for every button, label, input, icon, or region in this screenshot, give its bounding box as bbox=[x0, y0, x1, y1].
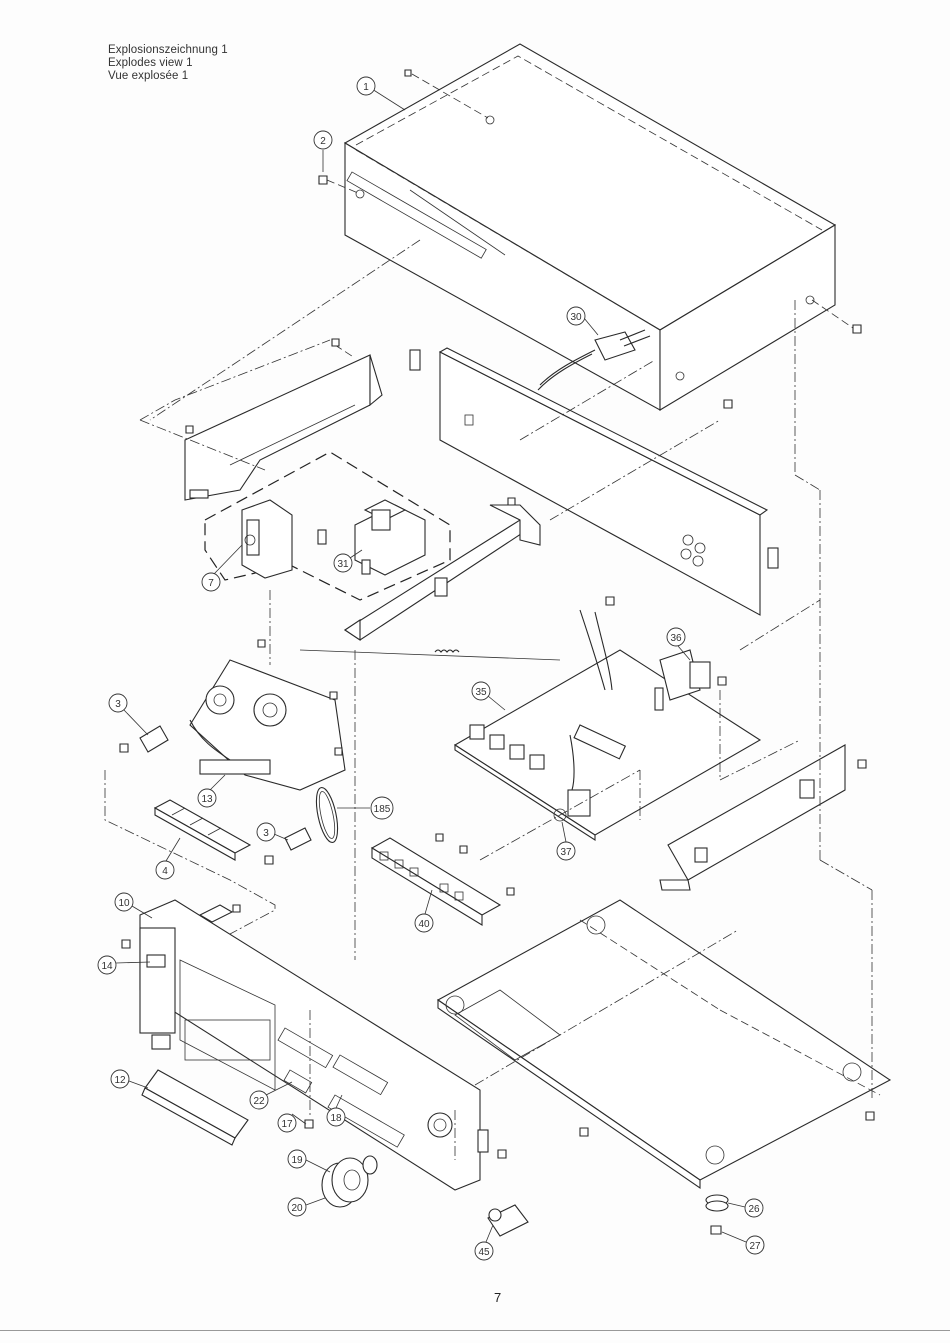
svg-text:3: 3 bbox=[115, 699, 121, 710]
svg-text:18: 18 bbox=[330, 1113, 342, 1124]
callout-7: 7 bbox=[202, 545, 242, 591]
svg-text:26: 26 bbox=[748, 1204, 760, 1215]
button-board bbox=[372, 834, 514, 925]
left-side-bracket bbox=[185, 339, 382, 500]
svg-text:40: 40 bbox=[418, 919, 430, 930]
callout-22: 22 bbox=[250, 1082, 292, 1109]
callout-45: 45 bbox=[475, 1225, 493, 1260]
callout-17: 17 bbox=[278, 1114, 306, 1132]
svg-text:19: 19 bbox=[291, 1155, 303, 1166]
svg-text:17: 17 bbox=[281, 1119, 293, 1130]
rear-panel bbox=[410, 348, 778, 615]
svg-text:30: 30 bbox=[570, 312, 582, 323]
svg-text:7: 7 bbox=[208, 578, 214, 589]
callout-37: 37 bbox=[557, 822, 575, 860]
callout-20: 20 bbox=[288, 1198, 325, 1216]
svg-text:14: 14 bbox=[101, 961, 113, 972]
svg-text:2: 2 bbox=[320, 136, 326, 147]
callout-185: 185 bbox=[337, 797, 393, 819]
cassette-door bbox=[142, 1070, 248, 1145]
callout-4: 4 bbox=[156, 838, 180, 879]
svg-text:22: 22 bbox=[253, 1096, 265, 1107]
svg-text:185: 185 bbox=[374, 804, 391, 815]
callout-26: 26 bbox=[728, 1199, 763, 1217]
svg-text:4: 4 bbox=[162, 866, 168, 877]
svg-text:20: 20 bbox=[291, 1203, 303, 1214]
svg-text:35: 35 bbox=[475, 687, 487, 698]
page-bottom-rule bbox=[0, 1330, 950, 1331]
page-number: 7 bbox=[494, 1290, 501, 1305]
foot-and-screw bbox=[706, 1195, 728, 1234]
callout-10: 10 bbox=[115, 893, 152, 918]
svg-text:1: 1 bbox=[363, 82, 369, 93]
callout-35: 35 bbox=[472, 682, 505, 710]
front-panel bbox=[122, 900, 506, 1190]
bottom-plate bbox=[438, 900, 890, 1188]
callout-27: 27 bbox=[722, 1232, 764, 1254]
headphone-jack bbox=[488, 1205, 528, 1236]
svg-text:10: 10 bbox=[118, 898, 130, 909]
callout-19: 19 bbox=[288, 1150, 330, 1172]
svg-text:36: 36 bbox=[670, 633, 682, 644]
callout-40: 40 bbox=[415, 890, 433, 932]
callout-12: 12 bbox=[111, 1070, 148, 1088]
main-circuit-board bbox=[455, 597, 760, 840]
svg-text:27: 27 bbox=[749, 1241, 761, 1252]
callout-1: 1 bbox=[357, 77, 405, 110]
svg-text:12: 12 bbox=[114, 1075, 126, 1086]
svg-text:31: 31 bbox=[337, 559, 349, 570]
callout-3a: 3 bbox=[109, 694, 148, 735]
svg-text:45: 45 bbox=[478, 1247, 490, 1258]
callout-13: 13 bbox=[198, 775, 225, 807]
drive-belt bbox=[312, 786, 341, 845]
callout-2: 2 bbox=[314, 131, 332, 172]
callout-3b: 3 bbox=[257, 823, 288, 841]
svg-text:13: 13 bbox=[201, 794, 213, 805]
svg-text:3: 3 bbox=[263, 828, 269, 839]
volume-knob bbox=[322, 1156, 377, 1207]
svg-text:37: 37 bbox=[560, 847, 572, 858]
